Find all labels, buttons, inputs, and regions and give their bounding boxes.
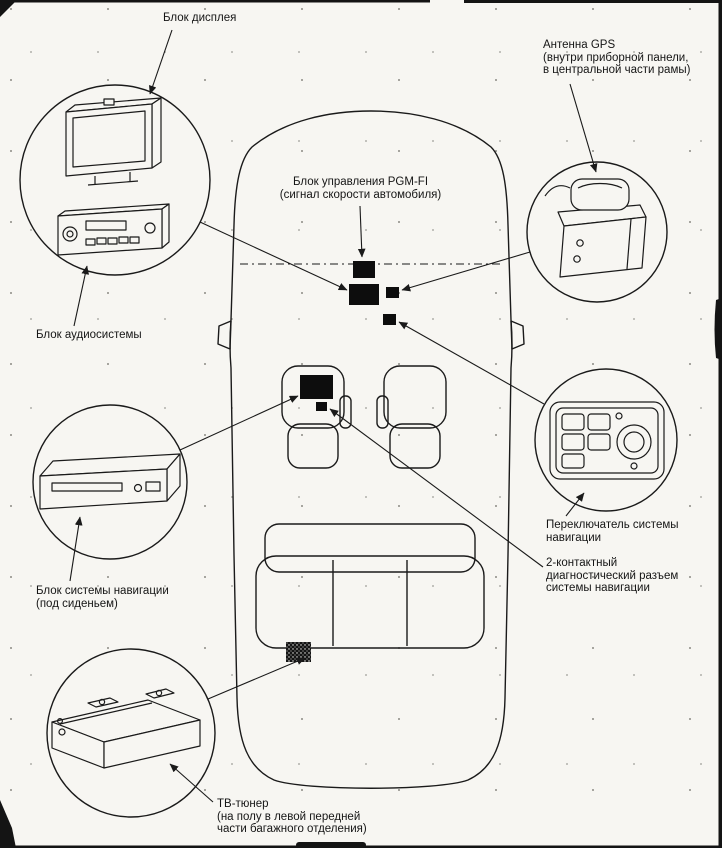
marker-tv-tuner: [286, 642, 311, 662]
leader-display-label: [149, 29, 173, 95]
label-audio-unit-text: Блок аудиосистемы: [36, 329, 142, 341]
gps-antenna-drawing: [544, 178, 647, 278]
front-seat-left: [281, 365, 352, 469]
marker-nav-unit: [300, 375, 333, 399]
leader-lines: [69, 29, 598, 803]
audio-unit-drawing: [57, 203, 170, 256]
label-nav-unit-line1: Блок системы навигации: [36, 585, 169, 597]
marker-pgm-fi: [353, 261, 375, 278]
label-pgm-fi: Блок управления PGM-FI (сигнал скорости …: [258, 176, 463, 201]
leader-circle-navunit-to-marker: [179, 395, 299, 451]
label-nav-unit: Блок системы навигации (под сиденьем): [36, 585, 169, 610]
leader-circle-display-to-ecu: [199, 221, 348, 291]
front-seat-right: [376, 365, 447, 469]
label-diag-connector-line1: 2-контактный: [546, 557, 618, 569]
leader-circle-switch-to-marker: [398, 321, 545, 405]
label-tv-tuner-line1: ТВ-тюнер: [217, 798, 269, 810]
label-display-unit-text: Блок дисплея: [163, 12, 237, 24]
label-diag-connector-line3: системы навигации: [546, 582, 650, 594]
right-mirror: [510, 320, 525, 350]
leader-diag-label: [329, 408, 544, 568]
left-mirror: [217, 320, 232, 350]
rear-bench: [255, 523, 485, 649]
label-tv-tuner: ТВ-тюнер (на полу в левой передней части…: [217, 798, 367, 836]
marker-diag-connector: [316, 402, 327, 411]
label-gps-antenna: Антенна GPS (внутри приборной панели, в …: [543, 39, 690, 77]
display-unit-drawing: [65, 97, 162, 186]
label-nav-switch-line1: Переключатель системы: [546, 519, 679, 531]
label-display-unit: Блок дисплея: [163, 12, 236, 25]
leader-pgmfi-label: [357, 205, 366, 258]
label-nav-switch-line2: навигации: [546, 531, 602, 544]
marker-ecu-block: [349, 284, 379, 305]
label-nav-switch: Переключатель системы навигации: [546, 519, 679, 544]
leader-audio-label: [73, 265, 90, 327]
label-pgm-fi-line2: (сигнал скорости автомобиля): [279, 188, 442, 201]
label-nav-unit-line2: (под сиденьем): [36, 597, 118, 610]
label-pgm-fi-line1: Блок управления PGM-FI: [292, 176, 429, 188]
leader-tvtuner-label: [169, 763, 214, 803]
leader-switch-label: [565, 492, 585, 517]
label-diag-connector: 2-контактный диагностический разъем сист…: [546, 557, 678, 595]
label-gps-antenna-line3: в центральной части рамы): [543, 64, 691, 76]
nav-switch-drawing: [549, 401, 665, 480]
label-gps-antenna-line2: (внутри приборной панели,: [543, 51, 689, 64]
leader-navunit-label: [69, 516, 83, 582]
marker-nav-switch: [383, 314, 396, 325]
tv-tuner-drawing: [51, 688, 201, 769]
label-diag-connector-line2: диагностический разъем: [546, 569, 679, 582]
label-audio-unit: Блок аудиосистемы: [36, 329, 142, 342]
label-gps-antenna-line1: Антенна GPS: [543, 39, 616, 51]
label-tv-tuner-line2: (на полу в левой передней: [217, 810, 361, 823]
leader-circle-gps-to-marker: [401, 251, 531, 292]
leader-gps-label: [569, 83, 598, 173]
location-markers: [286, 261, 399, 662]
leader-circle-tvtuner-to-marker: [207, 657, 306, 700]
label-tv-tuner-line3: части багажного отделения): [217, 823, 367, 835]
nav-unit-drawing: [39, 453, 181, 510]
car-body-outline: [229, 110, 513, 789]
car-top-view: [217, 110, 525, 789]
marker-gps-antenna: [386, 287, 399, 298]
